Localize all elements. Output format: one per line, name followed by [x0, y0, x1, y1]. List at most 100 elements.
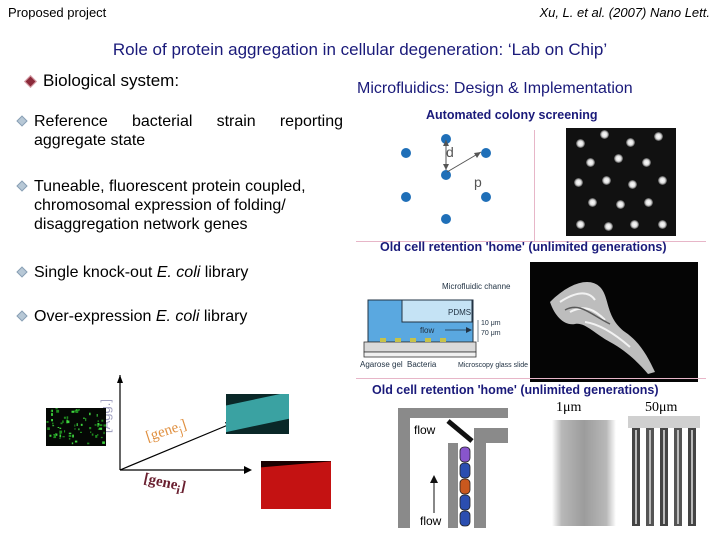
speckle	[101, 419, 104, 422]
speckle	[90, 431, 92, 433]
speckle	[85, 418, 87, 422]
biological-system-heading: Biological system:	[24, 71, 179, 91]
speckle	[55, 433, 58, 436]
species-name: E. coli	[155, 308, 200, 325]
label-glass: Microscopy glass slide	[458, 362, 529, 369]
speckle	[62, 420, 64, 423]
speckle	[91, 433, 94, 436]
speckle	[63, 416, 66, 419]
speckle	[94, 424, 97, 426]
speckle	[103, 431, 105, 435]
aggregation-axes-figure: [Agg.] [genej] [genei]	[20, 375, 340, 525]
label-height-1: 10 μm	[481, 320, 501, 327]
speckle	[56, 409, 60, 413]
speckle	[80, 423, 83, 426]
caption-old-cell-1: Old cell retention 'home' (unlimited gen…	[380, 240, 667, 254]
speckle	[74, 428, 76, 430]
list-item-fluorescent: Tuneable, fluorescent protein coupled, c…	[16, 177, 343, 234]
speckle	[47, 427, 50, 430]
speckle	[51, 413, 53, 416]
caption-colony-screening: Automated colony screening	[426, 108, 598, 122]
speckle	[75, 410, 79, 413]
speckle	[66, 420, 70, 424]
speckle	[83, 417, 85, 419]
speckle	[62, 436, 65, 438]
colony-dot	[441, 214, 451, 224]
speckle	[59, 437, 61, 439]
colony-dot	[441, 170, 451, 180]
speckle	[64, 430, 66, 433]
speckle	[68, 432, 72, 435]
speckle	[59, 430, 63, 434]
header-left: Proposed project	[8, 5, 107, 20]
speckle	[68, 435, 72, 437]
chip-svg	[363, 299, 479, 358]
speckle	[46, 421, 49, 423]
colony-micrograph	[566, 128, 676, 236]
trap-array-svg	[628, 416, 700, 526]
speckle	[78, 408, 80, 411]
speckle	[80, 431, 82, 433]
speckle	[89, 427, 92, 430]
micrograph-cyan	[226, 394, 289, 434]
speckle	[78, 428, 80, 431]
microfluidics-heading: Microfluidics: Design & Implementation	[357, 80, 633, 97]
speckle	[96, 414, 98, 417]
colony-dot	[441, 134, 451, 144]
trap-schematic: flow flow	[398, 403, 508, 528]
speckle	[76, 423, 78, 426]
speckle	[51, 419, 53, 422]
label-channel: Microfluidic channe	[442, 282, 511, 291]
colony-dot	[481, 148, 491, 158]
list-item-text: Single knock-out E. coli library	[34, 264, 249, 281]
panel-colony-screening: Automated colony screening d p	[356, 100, 706, 242]
list-item-text: Over-expression E. coli library	[34, 308, 248, 325]
axes-svg	[117, 375, 252, 474]
colony-dot	[401, 192, 411, 202]
label-flow-top: flow	[414, 423, 436, 437]
trap-micrograph-1	[552, 420, 616, 526]
speckle	[74, 440, 78, 443]
speckle	[66, 416, 69, 419]
speckle	[89, 412, 91, 416]
speckle	[57, 427, 60, 428]
colony-dot	[401, 148, 411, 158]
cell-svg	[550, 282, 655, 374]
list-item-text: Tuneable, fluorescent protein coupled, c…	[34, 178, 306, 233]
speckle	[50, 410, 53, 413]
diamond-bullet-icon	[24, 74, 37, 88]
speckle	[99, 424, 103, 427]
speckle	[87, 442, 90, 445]
colony-dot	[481, 192, 491, 202]
list-item-reference: Reference bacterial strain reporting agg…	[16, 112, 343, 150]
speckle	[74, 424, 76, 427]
scale-label-1: 1μm	[556, 400, 582, 415]
speckle	[52, 425, 55, 427]
speckle	[53, 436, 57, 439]
label-height-2: 70 μm	[481, 330, 501, 337]
cell-micrograph	[530, 262, 698, 382]
speckle	[99, 427, 103, 430]
speckle	[55, 408, 58, 410]
speckle	[74, 409, 77, 412]
label-bacteria: Bacteria	[407, 360, 437, 369]
speckle	[72, 434, 74, 438]
list-item-overexpression: Over-expression E. coli library	[16, 307, 343, 326]
slide-title: Role of protein aggregation in cellular …	[112, 40, 608, 59]
panel-divider	[356, 378, 706, 379]
list-item-knockout: Single knock-out E. coli library	[16, 263, 343, 282]
label-d: d	[446, 144, 454, 160]
speckle	[75, 409, 78, 411]
speckle	[53, 434, 56, 437]
label-pdms: PDMS	[448, 308, 472, 317]
label-flow: flow	[420, 326, 435, 335]
speckle	[102, 441, 105, 444]
speckle	[97, 424, 99, 428]
list-item-text: Reference bacterial strain reporting agg…	[34, 113, 343, 149]
scale-label-2: 50μm	[645, 400, 678, 415]
speckle	[100, 436, 103, 439]
micrograph-red	[261, 461, 331, 509]
caption-old-cell-2: Old cell retention 'home' (unlimited gen…	[372, 383, 659, 397]
label-flow-bottom: flow	[420, 514, 442, 528]
speckle	[59, 427, 62, 429]
